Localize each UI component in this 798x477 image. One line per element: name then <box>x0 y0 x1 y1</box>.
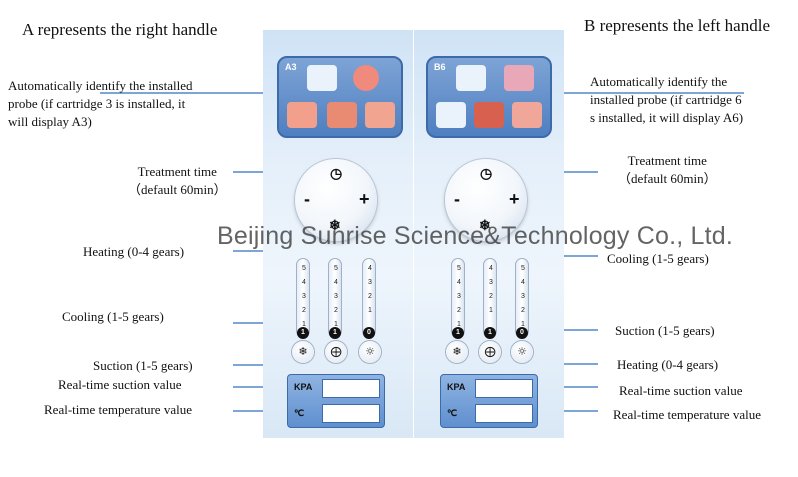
label-a-suction: Suction (1-5 gears) <box>93 358 193 373</box>
cooling-button-b[interactable]: ❄ <box>446 341 468 363</box>
label-b-suction: Suction (1-5 gears) <box>615 323 715 338</box>
probe-icon-chin <box>456 65 486 91</box>
label-b-heating: Heating (0-4 gears) <box>617 357 719 372</box>
label-a-suction-value: Real-time suction value <box>58 377 182 392</box>
clock-icon: ◷ <box>330 165 343 181</box>
probe-icon-waist <box>512 102 542 128</box>
heading-a: A represents the right handle <box>22 20 218 39</box>
probe-screen-a: A3 <box>277 56 403 138</box>
celsius-label-a: ℃ <box>294 408 305 418</box>
cooling-gauge-b: 5 4 3 2 1 <box>451 258 465 338</box>
snowflake-icon: ❄ <box>479 217 491 233</box>
cooling-level-b: 1 <box>452 327 464 339</box>
probe-icon-abdomen <box>504 65 534 91</box>
cooling-gauge-a: 5 4 3 2 1 <box>296 258 310 338</box>
label-b-cooling: Cooling (1-5 gears) <box>607 251 709 266</box>
heating-button-b[interactable]: ☼ <box>511 341 533 363</box>
kpa-label-b: KPA <box>447 382 466 392</box>
temperature-value-box-b <box>475 404 533 423</box>
heating-gauge-b: 4 3 2 1 <box>483 258 497 338</box>
suction-button-b[interactable]: ⨁ <box>479 341 501 363</box>
cooling-button-a[interactable]: ❄ <box>292 341 314 363</box>
probe-screen-b: B6 <box>426 56 552 138</box>
snowflake-icon: ❄ <box>329 217 341 233</box>
plus-button-b[interactable]: + <box>509 189 520 209</box>
probe-icon-leg <box>474 102 504 128</box>
label-b-treatment: Treatment time （default 60min） <box>618 153 717 186</box>
suction-gauge-b: 5 4 3 2 1 <box>515 258 529 338</box>
screen-tag-b: B6 <box>434 62 446 72</box>
time-dial-a[interactable]: ◷ - + ❄ <box>295 159 377 241</box>
readout-b: KPA ℃ <box>440 374 538 428</box>
watermark: Beijing Sunrise Science&Technology Co., … <box>217 222 734 250</box>
sun-icon: ☼ <box>365 345 375 358</box>
label-a-identify: Automatically identify the installed pro… <box>8 78 193 129</box>
time-dial-b[interactable]: ◷ - + ❄ <box>445 159 527 241</box>
suction-icon: ⨁ <box>330 345 342 358</box>
label-b-temperature-value: Real-time temperature value <box>613 407 761 422</box>
suction-level-a: 1 <box>329 327 341 339</box>
heating-gauge-a: 4 3 2 1 <box>362 258 376 338</box>
label-b-suction-value: Real-time suction value <box>619 383 743 398</box>
screen-tag-a: A3 <box>285 62 297 72</box>
clock-icon: ◷ <box>480 165 493 181</box>
panel-b: B6 ◷ - + ❄ 5 4 3 2 1 4 3 2 1 5 4 3 2 1 1… <box>414 30 564 438</box>
readout-a: KPA ℃ <box>287 374 385 428</box>
label-a-treatment: Treatment time （default 60min） <box>128 164 227 197</box>
cooling-level-a: 1 <box>297 327 309 339</box>
probe-icon-back <box>287 102 317 128</box>
minus-button-b[interactable]: - <box>454 189 460 209</box>
plus-button-a[interactable]: + <box>359 189 370 209</box>
kpa-label-a: KPA <box>294 382 313 392</box>
panel-a: A3 ◷ - + ❄ 5 4 3 2 1 5 4 3 2 1 4 3 2 1 1… <box>263 30 413 438</box>
suction-value-box-b <box>475 379 533 398</box>
probe-icon-knee <box>436 102 466 128</box>
label-a-cooling: Cooling (1-5 gears) <box>62 309 164 324</box>
label-a-heating: Heating (0-4 gears) <box>83 244 185 259</box>
celsius-label-b: ℃ <box>447 408 458 418</box>
probe-icon-thigh <box>327 102 357 128</box>
heating-level-b: 1 <box>484 327 496 339</box>
suction-button-a[interactable]: ⨁ <box>325 341 347 363</box>
heating-level-a: 0 <box>363 327 375 339</box>
heating-button-a[interactable]: ☼ <box>359 341 381 363</box>
label-b-identify: Automatically identify the installed pro… <box>590 74 744 125</box>
heading-b: B represents the left handle <box>584 16 770 35</box>
suction-icon: ⨁ <box>484 345 496 358</box>
label-a-temperature-value: Real-time temperature value <box>44 402 192 417</box>
probe-icon-chin <box>307 65 337 91</box>
probe-icon-arm <box>365 102 395 128</box>
suction-value-box-a <box>322 379 380 398</box>
sun-icon: ☼ <box>517 345 527 358</box>
snowflake-icon: ❄ <box>298 345 308 358</box>
probe-icon-face <box>353 65 379 91</box>
snowflake-icon: ❄ <box>452 345 462 358</box>
suction-level-b: 0 <box>516 327 528 339</box>
minus-button-a[interactable]: - <box>304 189 310 209</box>
temperature-value-box-a <box>322 404 380 423</box>
suction-gauge-a: 5 4 3 2 1 <box>328 258 342 338</box>
